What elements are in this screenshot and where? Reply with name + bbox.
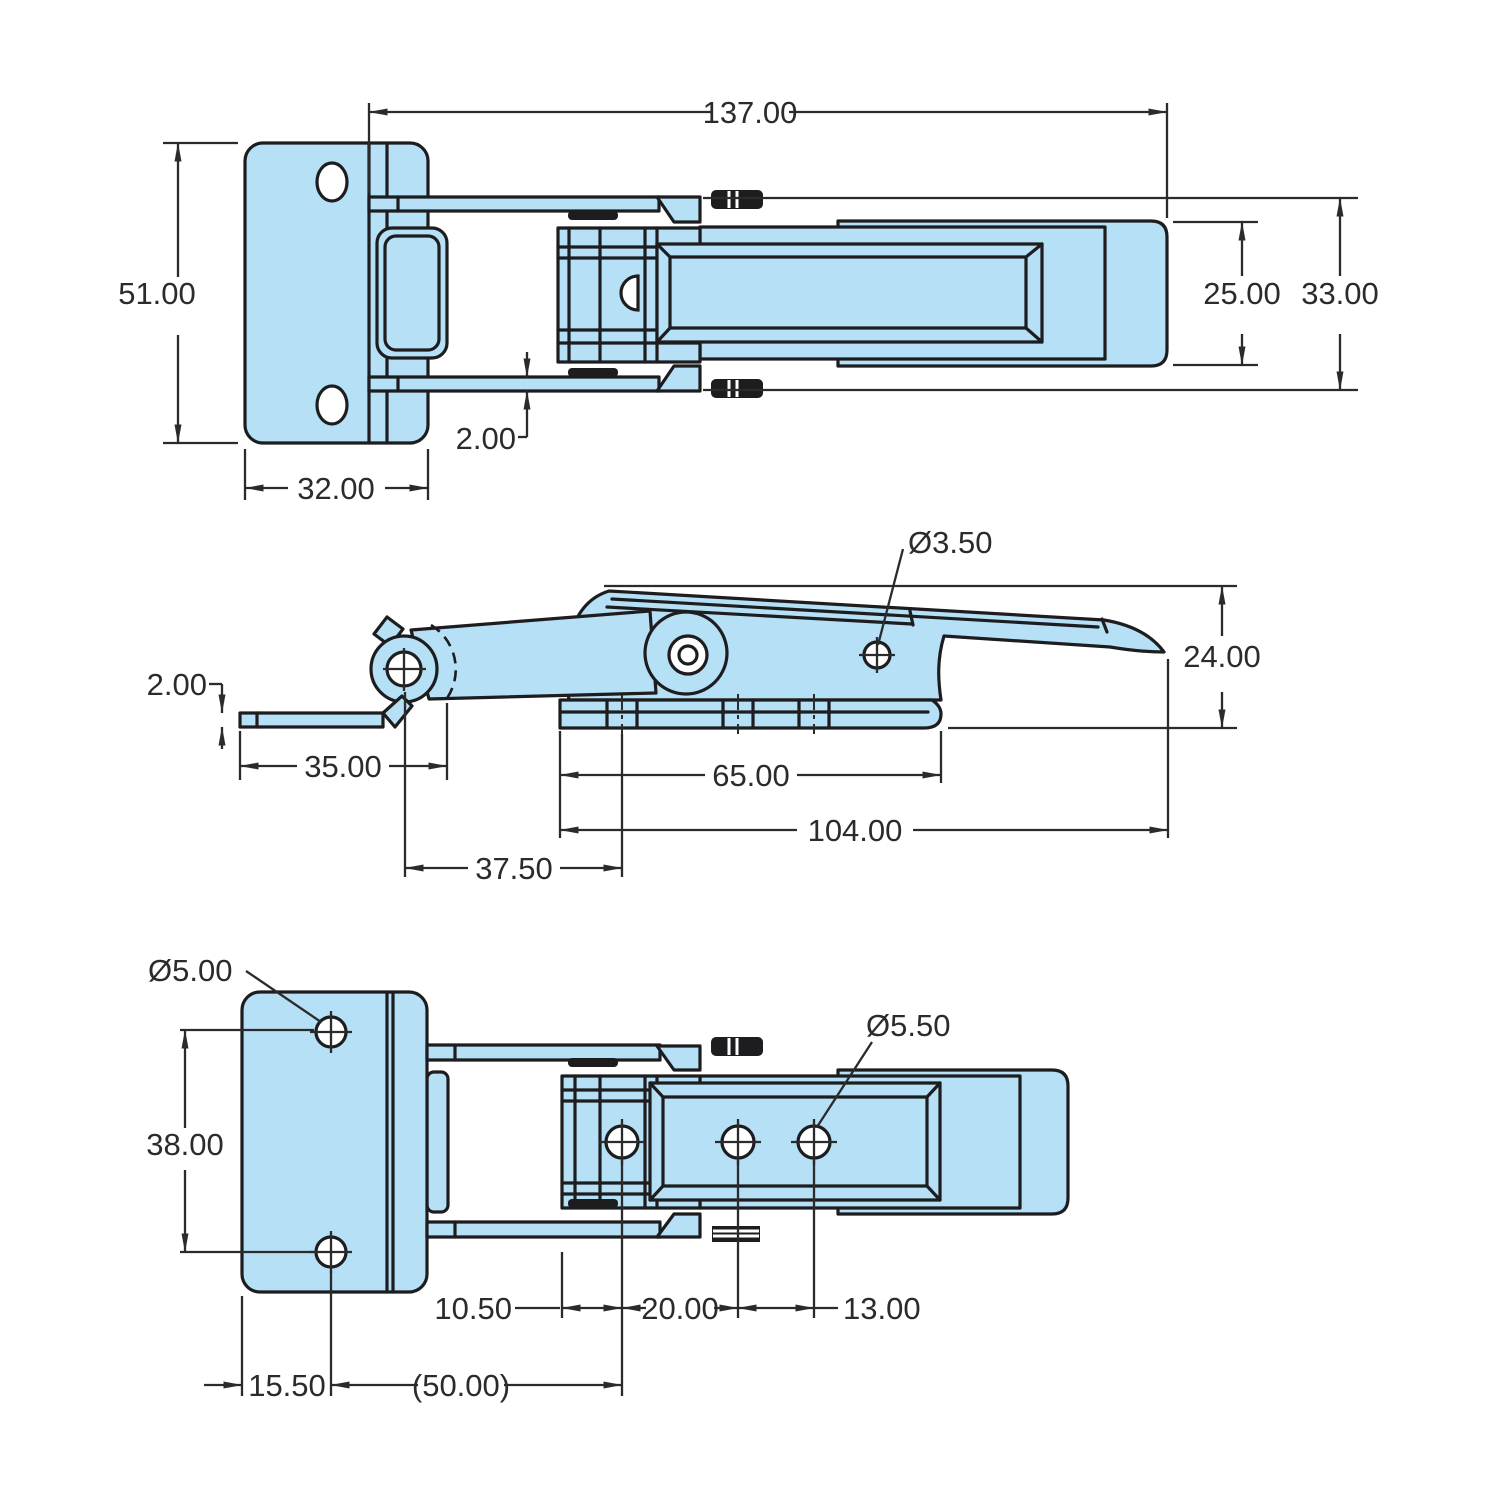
dim-plate-length: 35.00: [304, 749, 382, 784]
side-view-dimensions: 2.00 35.00 37.50 65.00 104.00: [147, 525, 1261, 886]
dim-base-hole-spacing-a: 20.00: [641, 1291, 719, 1326]
dim-reference-span: (50.00): [412, 1368, 510, 1403]
dim-plate-thickness: 2.00: [147, 667, 207, 702]
threaded-stud: [712, 1226, 760, 1242]
dim-plate-edge-to-hole: 15.50: [248, 1368, 326, 1403]
mount-hole: [315, 161, 349, 203]
bottom-view-dimensions: Ø5.00 38.00 Ø5.50 10.50 20.00 13.00: [146, 953, 950, 1403]
rivet-hole-callout: Ø3.50: [859, 525, 992, 673]
dim-base-hole-dia: Ø5.50: [866, 1008, 950, 1043]
top-view-dimensions: 137.00 51.00 25.00 33.00 2.00 32: [118, 95, 1379, 506]
dim-plate-width: 32.00: [297, 471, 375, 506]
dim-base-hole-span: 65.00: [712, 758, 790, 793]
dim-base-length: 104.00: [808, 813, 903, 848]
side-view: 2.00 35.00 37.50 65.00 104.00: [147, 525, 1261, 886]
dim-plate-hole-dia: Ø5.00: [148, 953, 232, 988]
dim-rivet-hole-dia: Ø3.50: [908, 525, 992, 560]
bottom-view-part: [240, 990, 1070, 1294]
dim-plate-height: 51.00: [118, 276, 196, 311]
dim-overall-height: 24.00: [1183, 639, 1261, 674]
dim-body-width: 33.00: [1301, 276, 1379, 311]
dim-strap-width: 25.00: [1203, 276, 1281, 311]
dim-base-hole-spacing-b: 13.00: [843, 1291, 921, 1326]
spring-window-hole: [619, 274, 640, 312]
bottom-view: Ø5.00 38.00 Ø5.50 10.50 20.00 13.00: [146, 953, 1070, 1403]
side-view-part: [238, 589, 1166, 734]
mount-hole: [315, 384, 349, 426]
dim-pivot-to-first-hole: 37.50: [475, 851, 553, 886]
top-view-part: [243, 141, 1169, 445]
dim-overall-length: 137.00: [703, 95, 798, 130]
dim-plate-hole-spacing: 38.00: [146, 1127, 224, 1162]
top-view: 137.00 51.00 25.00 33.00 2.00 32: [118, 95, 1379, 506]
dim-base-edge-to-hole: 10.50: [434, 1291, 512, 1326]
dim-arm-thickness: 2.00: [456, 421, 516, 456]
